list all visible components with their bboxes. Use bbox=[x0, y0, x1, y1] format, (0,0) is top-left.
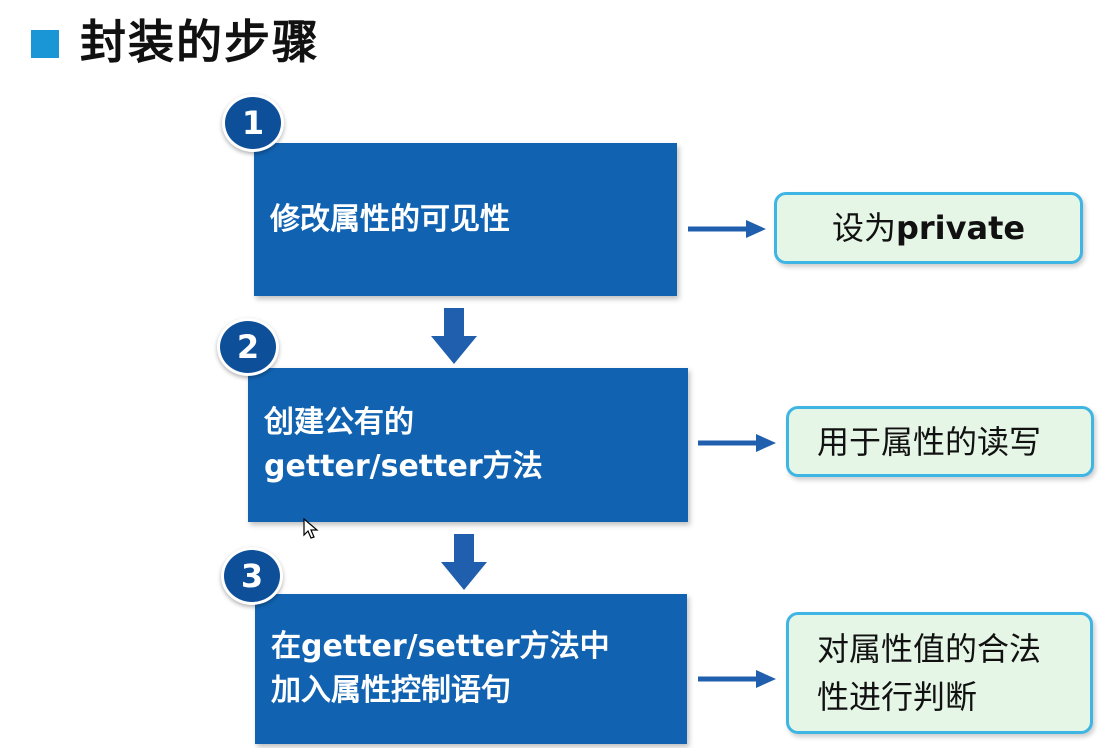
step-2-badge: 2 bbox=[217, 318, 279, 376]
step-1-line-1: 修改属性的可见性 bbox=[270, 201, 510, 237]
step-1-note-text: 设为private bbox=[832, 204, 1025, 252]
step-1-note-line-1: 设为 bbox=[831, 209, 896, 247]
step-1-note: 设为private bbox=[774, 192, 1083, 264]
down-arrow-icon bbox=[431, 308, 477, 364]
step-1-box: 修改属性的可见性 bbox=[254, 143, 677, 296]
page-title: 封装的步骤 bbox=[80, 15, 320, 69]
step-3-note-line-2: 性进行判断 bbox=[817, 678, 978, 716]
down-arrow-icon bbox=[441, 534, 487, 590]
step-3-line-2: 加入属性控制语句 bbox=[271, 673, 511, 708]
step-1-note-line-2: private bbox=[895, 209, 1026, 247]
mouse-pointer-icon bbox=[303, 518, 319, 539]
step-2-note-line-1: 用于属性的读写 bbox=[817, 422, 1042, 461]
right-arrow-icon bbox=[698, 434, 776, 452]
right-arrow-icon bbox=[698, 670, 776, 688]
right-arrow-icon bbox=[688, 220, 766, 238]
step-2-line-2: getter/setter方法 bbox=[264, 449, 543, 484]
step-3-badge: 3 bbox=[221, 547, 283, 605]
title-bullet-icon bbox=[31, 30, 59, 58]
step-2-note: 用于属性的读写 bbox=[786, 406, 1094, 477]
step-3-note: 对属性值的合法 性进行判断 bbox=[786, 612, 1093, 734]
step-3-note-line-1: 对属性值的合法 bbox=[817, 630, 1042, 668]
step-1-badge: 1 bbox=[222, 94, 284, 152]
step-2-line-1: 创建公有的 bbox=[264, 405, 414, 440]
step-3-line-1: 在getter/setter方法中 bbox=[271, 629, 610, 664]
step-3-box: 在getter/setter方法中 加入属性控制语句 bbox=[255, 594, 687, 744]
step-2-box: 创建公有的 getter/setter方法 bbox=[248, 368, 688, 522]
